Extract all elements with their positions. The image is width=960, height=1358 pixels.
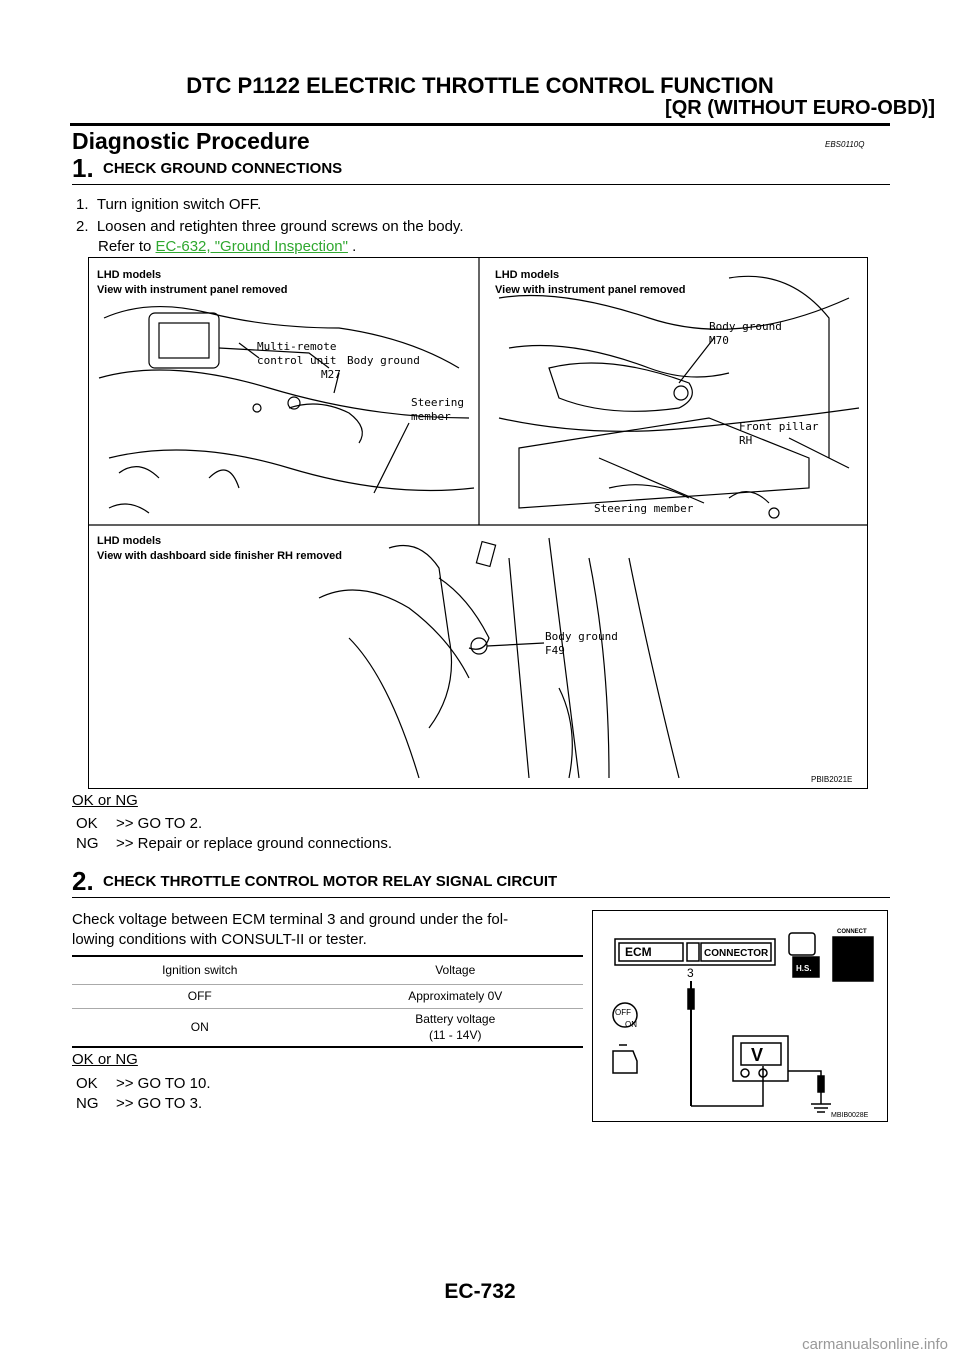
section-title: Diagnostic Procedure	[72, 128, 310, 154]
voltage-line1: Battery voltage	[415, 1012, 496, 1027]
step2-title: CHECK THROTTLE CONTROL MOTOR RELAY SIGNA…	[103, 873, 558, 890]
table-row: OFF Approximately 0V	[72, 984, 583, 1009]
connect-label: CONNECT	[837, 929, 867, 935]
result-text: >> GO TO 2.	[116, 815, 203, 832]
step1-ok-ng: OK or NG	[72, 792, 138, 809]
panel2-label-frontpillar: Front pillar	[739, 420, 819, 433]
table-cell-switch: OFF	[72, 984, 328, 1009]
panel2-heading: LHD models	[495, 269, 559, 281]
result-text: >> GO TO 10.	[116, 1075, 211, 1092]
table-header-voltage: Voltage	[327, 957, 583, 985]
page-header-title: DTC P1122 ELECTRIC THROTTLE CONTROL FUNC…	[186, 73, 774, 98]
panel3-label-bodyground: Body ground	[545, 630, 618, 643]
header-rule	[70, 123, 890, 126]
result-key: NG	[76, 835, 99, 852]
ground-inspection-link[interactable]: EC-632, "Ground Inspection"	[155, 238, 348, 255]
panel2-subheading: View with instrument panel removed	[495, 284, 686, 296]
watermark: carmanualsonline.info	[802, 1336, 948, 1353]
panel3-subheading: View with dashboard side finisher RH rem…	[97, 550, 342, 562]
step1-rule	[72, 184, 890, 185]
step1-item-2: 2. Loosen and retighten three ground scr…	[76, 218, 464, 235]
step2-rule	[72, 897, 890, 898]
step2-result-ok: OK >> GO TO 10.	[76, 1075, 211, 1092]
table-cell-voltage: Approximately 0V	[327, 984, 583, 1009]
step2-number: 2.	[72, 866, 94, 896]
result-text: >> Repair or replace ground connections.	[116, 835, 393, 852]
step2-text-line1: Check voltage between ECM terminal 3 and…	[72, 911, 509, 928]
panel1-label-steering: Steering	[411, 396, 464, 409]
refer-suffix: .	[347, 238, 357, 255]
table-cell-switch: ON	[190, 1020, 209, 1035]
table-header-row: Ignition switch Voltage	[72, 957, 583, 985]
panel2-label-rh: RH	[739, 434, 752, 447]
panel2-label-m70: M70	[709, 334, 729, 347]
figure1-code: PBIB2021E	[811, 775, 852, 784]
panel1-label-m27: M27	[321, 368, 341, 381]
switch-off-label: OFF	[615, 1008, 631, 1017]
connector-label: CONNECTOR	[704, 948, 769, 959]
panel3-heading: LHD models	[97, 535, 161, 547]
table-header-switch: Ignition switch	[72, 957, 328, 985]
panel1-heading: LHD models	[97, 269, 161, 281]
panel3-label-f49: F49	[545, 644, 565, 657]
step1-title: CHECK GROUND CONNECTIONS	[103, 160, 343, 177]
ecm-label: ECM	[625, 945, 652, 959]
refer-prefix: Refer to	[98, 238, 156, 255]
step2-result-ng: NG >> GO TO 3.	[76, 1095, 202, 1112]
page-number: EC-732	[444, 1280, 516, 1303]
table-cell-voltage: Battery voltage (11 - 14V)	[328, 1008, 584, 1046]
panel1-subheading: View with instrument panel removed	[97, 284, 288, 296]
panel1-label-multiremote: Multi-remote	[257, 340, 336, 353]
ground-locations-illustration: LHD models View with instrument panel re…	[89, 258, 867, 784]
step1-result-ng: NG >> Repair or replace ground connection…	[76, 835, 392, 852]
table-row: ON Battery voltage (11 - 14V)	[72, 1008, 583, 1046]
panel1-label-bodyground: Body ground	[347, 354, 420, 367]
result-key: NG	[76, 1095, 99, 1112]
result-key: OK	[76, 815, 98, 832]
terminal-label: 3	[687, 966, 694, 980]
ground-locations-figure: LHD models View with instrument panel re…	[88, 257, 868, 789]
panel1-label-member: member	[411, 410, 451, 423]
panel2-label-steeringmember: Steering member	[594, 502, 694, 515]
hs-label: H.S.	[796, 964, 812, 973]
voltage-line2: (11 - 14V)	[429, 1028, 482, 1043]
step2-text-line2: lowing conditions with CONSULT-II or tes…	[72, 931, 367, 948]
panel2-label-bodyground: Body ground	[709, 320, 782, 333]
result-key: OK	[76, 1075, 98, 1092]
step2-ok-ng: OK or NG	[72, 1051, 138, 1068]
step1-result-ok: OK >> GO TO 2.	[76, 815, 202, 832]
switch-on-label: ON	[625, 1020, 637, 1029]
step1-number: 1.	[72, 153, 94, 183]
ecm-voltage-figure: ECM CONNECTOR 3 V CONNECT H.S. OFF ON MB…	[592, 910, 888, 1122]
page-header-subtitle: [QR (WITHOUT EURO-OBD)]	[665, 97, 935, 119]
panel1-label-controlunit: control unit	[257, 354, 336, 367]
figure2-code: MBIB0028E	[831, 1112, 869, 1119]
voltage-table-wrap: Ignition switch Voltage OFF Approximatel…	[72, 955, 583, 1048]
step1-item-1: 1. Turn ignition switch OFF.	[76, 196, 262, 213]
step1-refer: Refer to EC-632, "Ground Inspection" .	[98, 238, 356, 255]
section-code: EBS0110Q	[825, 140, 865, 149]
voltmeter-label: V	[751, 1045, 763, 1065]
voltage-table: Ignition switch Voltage OFF Approximatel…	[72, 957, 583, 1046]
result-text: >> GO TO 3.	[116, 1095, 203, 1112]
ecm-voltage-illustration: ECM CONNECTOR 3 V CONNECT H.S. OFF ON MB…	[612, 929, 874, 1119]
